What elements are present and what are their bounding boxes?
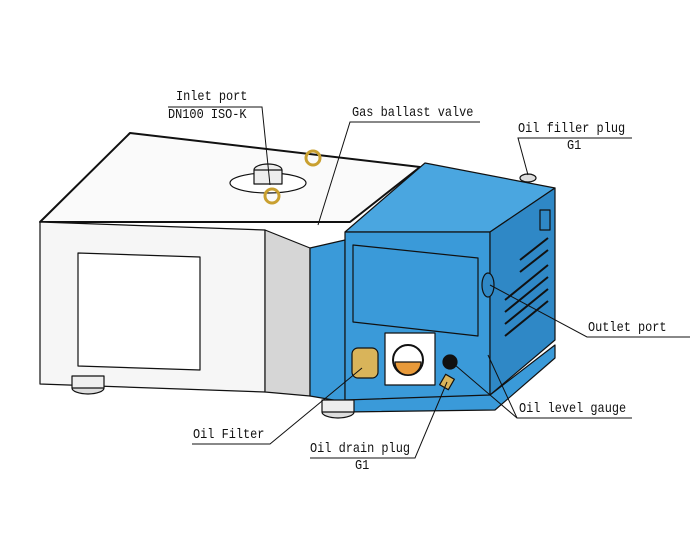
label-oil-drain-plug: Oil drain plug [310, 441, 410, 457]
label-oil-filler-spec: G1 [567, 138, 582, 154]
label-inlet-spec: DN100 ISO-K [168, 107, 247, 123]
outlet-port-icon [481, 272, 495, 298]
housing-top [39, 132, 421, 223]
label-oil-filter: Oil Filter [193, 427, 265, 443]
eyebolt-icon [263, 187, 281, 205]
label-oil-filler-plug: Oil filler plug [518, 121, 626, 137]
label-oil-level-gauge: Oil level gauge [519, 401, 627, 417]
pump-front-panel [352, 244, 479, 337]
eyebolt-icon [304, 149, 322, 167]
pump-side [489, 187, 556, 396]
label-gas-ballast-valve: Gas ballast valve [352, 105, 474, 121]
label-inlet-port: Inlet port [176, 89, 248, 105]
oil-level-gauge-icon [442, 354, 458, 370]
cooling-fins [504, 237, 549, 337]
housing-window [77, 252, 201, 371]
leader-lines [168, 106, 690, 459]
housing-chamfer [264, 229, 311, 397]
blue-strip [309, 239, 346, 403]
label-oil-drain-spec: G1 [355, 458, 370, 474]
label-outlet-port: Outlet port [588, 320, 667, 336]
oil-filler-plug-icon [519, 173, 537, 183]
